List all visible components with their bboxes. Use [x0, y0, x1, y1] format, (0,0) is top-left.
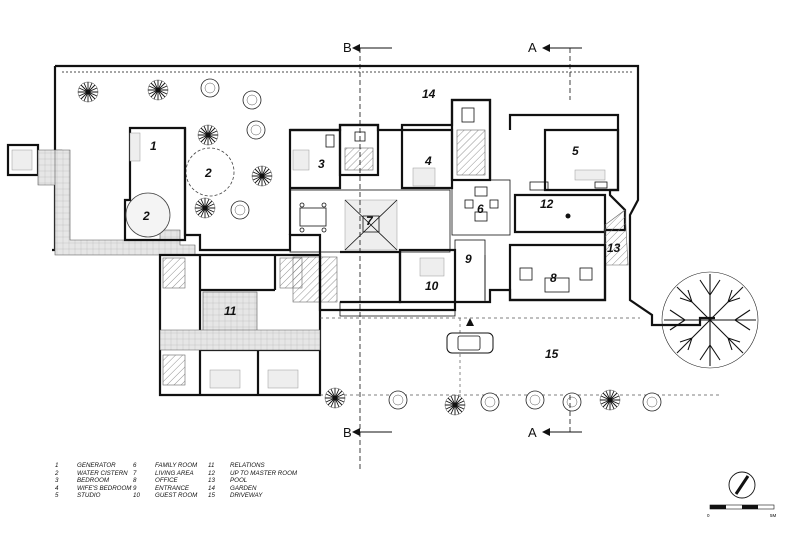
legend-label: WIFE'S BEDROOM	[77, 484, 132, 492]
office	[508, 243, 607, 302]
section-marker-a-bottom: A	[528, 395, 582, 440]
legend-label: GENERATOR	[77, 462, 116, 469]
car-icon	[446, 332, 494, 354]
legend-item: 5 STUDIO	[55, 492, 131, 500]
bathroom-a	[338, 123, 380, 177]
legend-number: 13	[208, 477, 215, 485]
legend-item: 13 POOL	[208, 477, 297, 485]
legend-column-1: 1 GENERATOR 2 WATER CISTERN 3 BEDROOM 4 WIFE'S …	[55, 462, 131, 500]
room-number-9: 9	[465, 252, 472, 266]
room-number-7: 7	[366, 214, 374, 228]
legend-item: 4 WIFE'S BEDROOM	[55, 485, 131, 493]
paved-path	[54, 149, 196, 256]
legend-number: 5	[55, 492, 59, 500]
legend-label: LIVING AREA	[155, 469, 194, 477]
legend-number: 2	[55, 469, 59, 477]
legend-number: 3	[55, 477, 59, 485]
svg-text:5M: 5M	[770, 513, 777, 518]
legend-label: GUEST ROOM	[155, 492, 198, 500]
svg-text:0: 0	[707, 513, 710, 518]
legend-item: 14 GARDEN	[208, 485, 297, 493]
room-number-10: 10	[425, 279, 439, 293]
room-number-2-small: 2	[142, 209, 150, 223]
room-number-labels: 1 2 2 3 4 5 6 7 8 9 10 11 12 13 14 15	[142, 87, 621, 361]
front-room	[340, 250, 402, 304]
legend-item: 9 ENTRANCE	[133, 485, 197, 493]
family-room	[451, 179, 511, 236]
water-cistern-small	[125, 192, 171, 238]
legend-number: 15	[208, 492, 215, 500]
legend-number: 6	[133, 462, 137, 469]
legend-label: DRIVEWAY	[230, 492, 263, 500]
legend-number: 7	[133, 469, 137, 477]
legend-item: 15 DRIVEWAY	[208, 492, 297, 500]
room-number-6: 6	[477, 202, 484, 216]
front-terrace	[339, 301, 456, 317]
svg-text:A: A	[528, 40, 537, 55]
legend-number: 14	[208, 484, 215, 492]
bedroom-3	[290, 128, 342, 190]
legend-item: 8 OFFICE	[133, 477, 197, 485]
room-number-5: 5	[572, 144, 579, 158]
legend-label: STUDIO	[77, 492, 101, 500]
legend-label: POOL	[230, 477, 248, 485]
driveway	[320, 317, 720, 396]
room-number-13: 13	[607, 241, 621, 255]
legend-label: ENTRANCE	[155, 484, 190, 492]
room-number-15: 15	[545, 347, 559, 361]
legend-item: 3 BEDROOM	[55, 477, 131, 485]
guest-room	[398, 248, 457, 304]
legend-label: FAMILY ROOM	[155, 462, 198, 469]
legend-item: 1 GENERATOR	[55, 462, 131, 470]
legend-number: 9	[133, 484, 137, 492]
legend-label: OFFICE	[155, 477, 178, 485]
legend-item: 10 GUEST ROOM	[133, 492, 197, 500]
legend-number: 11	[208, 462, 215, 469]
section-marker-a-top: A	[528, 40, 582, 100]
room-number-14: 14	[422, 87, 436, 101]
legend-label: RELATIONS	[230, 462, 265, 469]
scale-bar: 0 5M	[707, 504, 777, 518]
bathroom-b	[450, 98, 492, 182]
legend-item: 11 RELATIONS	[208, 462, 297, 470]
section-marker-b-bottom: B	[343, 425, 392, 440]
svg-text:B: B	[343, 425, 352, 440]
room-number-8: 8	[550, 271, 557, 285]
legend-label: BEDROOM	[77, 477, 109, 485]
legend-item: 7 LIVING AREA	[133, 470, 197, 478]
room-number-1: 1	[150, 139, 157, 153]
section-marker-b-top: B	[343, 40, 392, 470]
svg-text:A: A	[528, 425, 537, 440]
north-arrow-icon	[728, 471, 756, 499]
legend-label: GARDEN	[230, 484, 257, 492]
legend-item: 2 WATER CISTERN	[55, 470, 131, 478]
legend-label: WATER CISTERN	[77, 469, 128, 477]
room-number-2-large: 2	[204, 166, 212, 180]
water-cistern-large	[185, 147, 235, 197]
legend-item: 6 FAMILY ROOM	[133, 462, 197, 470]
studio	[543, 128, 620, 192]
legend-number: 4	[55, 484, 59, 492]
legend-number: 12	[208, 469, 215, 477]
living-area	[289, 189, 451, 253]
legend-column-3: 11 RELATIONS 12 UP TO MASTER ROOM 13 POOL 14 GA…	[208, 462, 297, 500]
room-number-11: 11	[224, 304, 237, 318]
svg-text:B: B	[343, 40, 352, 55]
tree-icon	[661, 271, 759, 369]
pool	[604, 209, 629, 266]
legend-label: UP TO MASTER ROOM	[230, 469, 298, 477]
legend-item: 12 UP TO MASTER ROOM	[208, 470, 297, 478]
room-number-3: 3	[318, 157, 325, 171]
legend-number: 8	[133, 477, 137, 485]
relations-wing	[158, 253, 322, 397]
entrance	[454, 239, 486, 303]
room-number-4: 4	[424, 154, 432, 168]
legend-column-2: 6 FAMILY ROOM 7 LIVING AREA 8 OFFICE 9 ENTRANCE…	[133, 462, 197, 500]
room-number-12: 12	[540, 197, 554, 211]
legend-number: 1	[55, 462, 59, 469]
entry-triangle-icon	[466, 318, 474, 326]
legend-number: 10	[133, 492, 140, 500]
